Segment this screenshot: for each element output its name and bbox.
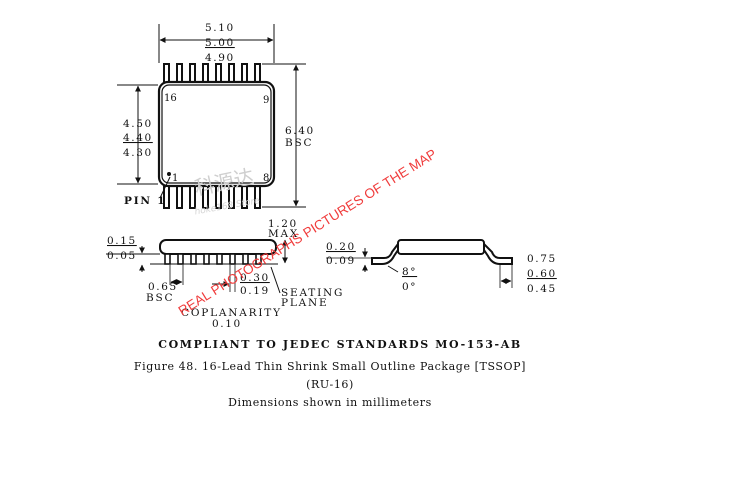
pin1-leader <box>159 176 171 199</box>
foot-length-min: 0.45 <box>527 283 557 295</box>
width-nom: 4.40 <box>123 132 153 144</box>
standoff-max: 0.15 <box>107 235 137 247</box>
angle-leader <box>387 265 399 273</box>
span-note: BSC <box>285 137 313 149</box>
standoff-min: 0.05 <box>107 250 137 262</box>
lead-thickness-min: 0.09 <box>326 255 356 267</box>
length-nom: 5.00 <box>205 37 235 49</box>
pin9-label: 9 <box>263 95 269 106</box>
compliance-note: COMPLIANT TO JEDEC STANDARDS MO-153-AB <box>158 338 522 351</box>
length-min: 4.90 <box>205 52 235 64</box>
width-max: 4.50 <box>123 118 153 130</box>
package-code: (RU-16) <box>306 378 354 391</box>
coplanarity-value: 0.10 <box>212 318 242 330</box>
width-min: 4.30 <box>123 147 153 159</box>
pin1-marker <box>167 172 171 176</box>
angle-min: 0° <box>402 281 417 293</box>
package-body-top <box>157 80 276 188</box>
seating-leader <box>270 266 281 294</box>
span-value: 6.40 <box>285 125 315 137</box>
foot-length-max: 0.75 <box>527 253 557 265</box>
pin1-label: 1 <box>172 173 178 184</box>
pin16-label: 16 <box>164 93 177 104</box>
pin1-callout: PIN 1 <box>124 195 166 207</box>
length-max: 5.10 <box>205 22 235 34</box>
lead-width-max: 0.30 <box>240 272 270 284</box>
pin8-label: 8 <box>263 173 269 184</box>
end-view-body <box>397 239 485 255</box>
top-view: 16 9 1 8 5.10 5.00 4.90 4.50 4.40 4.30 6… <box>117 22 315 209</box>
seating-plane-line2: PLANE <box>281 297 328 309</box>
height-note: MAX <box>268 228 299 240</box>
seating-plane-line1: SEATING <box>281 287 344 299</box>
lead-width-min: 0.19 <box>240 285 270 297</box>
pitch-value: 0.65 <box>148 281 178 293</box>
package-body-side <box>159 239 277 255</box>
angle-max: 8° <box>402 266 417 278</box>
top-leads <box>163 63 261 85</box>
figure-caption: Figure 48. 16-Lead Thin Shrink Small Out… <box>133 360 527 373</box>
lead-thickness-max: 0.20 <box>326 241 356 253</box>
units-note: Dimensions shown in millimeters <box>228 396 432 409</box>
coplanarity-label: COPLANARITY <box>181 307 282 319</box>
foot-length-nom: 0.60 <box>527 268 557 280</box>
package-body-inner <box>161 84 272 184</box>
end-view: 0.20 0.09 8° 0° 0.75 0.60 0.45 <box>326 239 557 295</box>
side-view: 0.15 0.05 1.20 MAX 0.65 BSC 0.30 0.19 SE… <box>106 218 344 330</box>
height-value: 1.20 <box>268 218 298 230</box>
pitch-note: BSC <box>146 292 174 304</box>
